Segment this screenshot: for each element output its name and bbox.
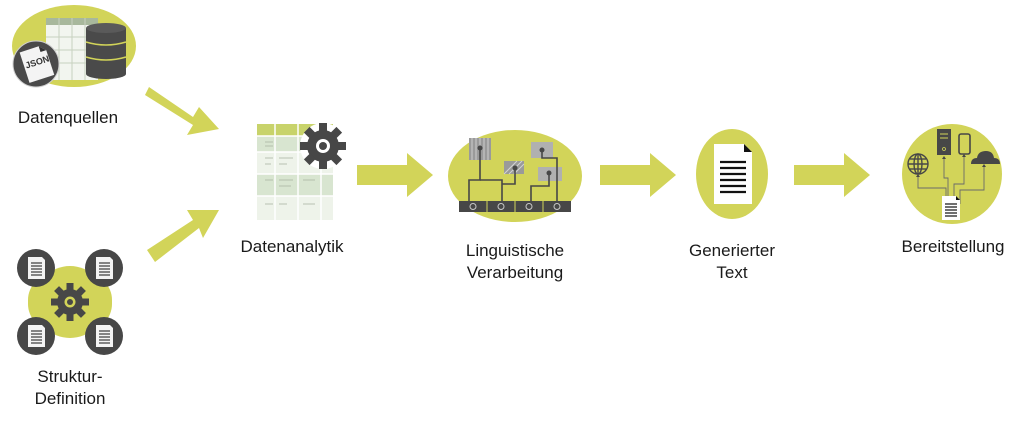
arrow-text-to-bereitstellung [794, 153, 870, 197]
node-label-struktur-line2: Definition [34, 389, 106, 408]
node-label-text-line2: Text [716, 263, 748, 282]
documents-gear-icon [17, 249, 123, 355]
node-label-datenanalytik: Datenanalytik [240, 237, 344, 256]
database-json-icon [12, 5, 136, 88]
distribution-icon [902, 124, 1002, 224]
document-icon [696, 129, 768, 219]
arrow-struktur-to-datenanalytik [147, 210, 219, 262]
node-label-struktur-line1: Struktur- [37, 367, 103, 386]
node-label-linguistik-line2: Verarbeitung [466, 263, 564, 282]
table-gear-icon [257, 123, 346, 220]
circuit-icon [448, 130, 582, 222]
node-label-datenquellen: Datenquellen [17, 108, 119, 127]
node-label-linguistik-line1: Linguistische [465, 241, 565, 260]
arrow-datenquellen-to-datenanalytik [145, 87, 219, 135]
arrow-datenanalytik-to-linguistik [357, 153, 433, 197]
node-label-bereitstellung: Bereitstellung [901, 237, 1005, 256]
arrow-linguistik-to-text [600, 153, 676, 197]
node-label-text-line1: Generierter [689, 241, 775, 260]
